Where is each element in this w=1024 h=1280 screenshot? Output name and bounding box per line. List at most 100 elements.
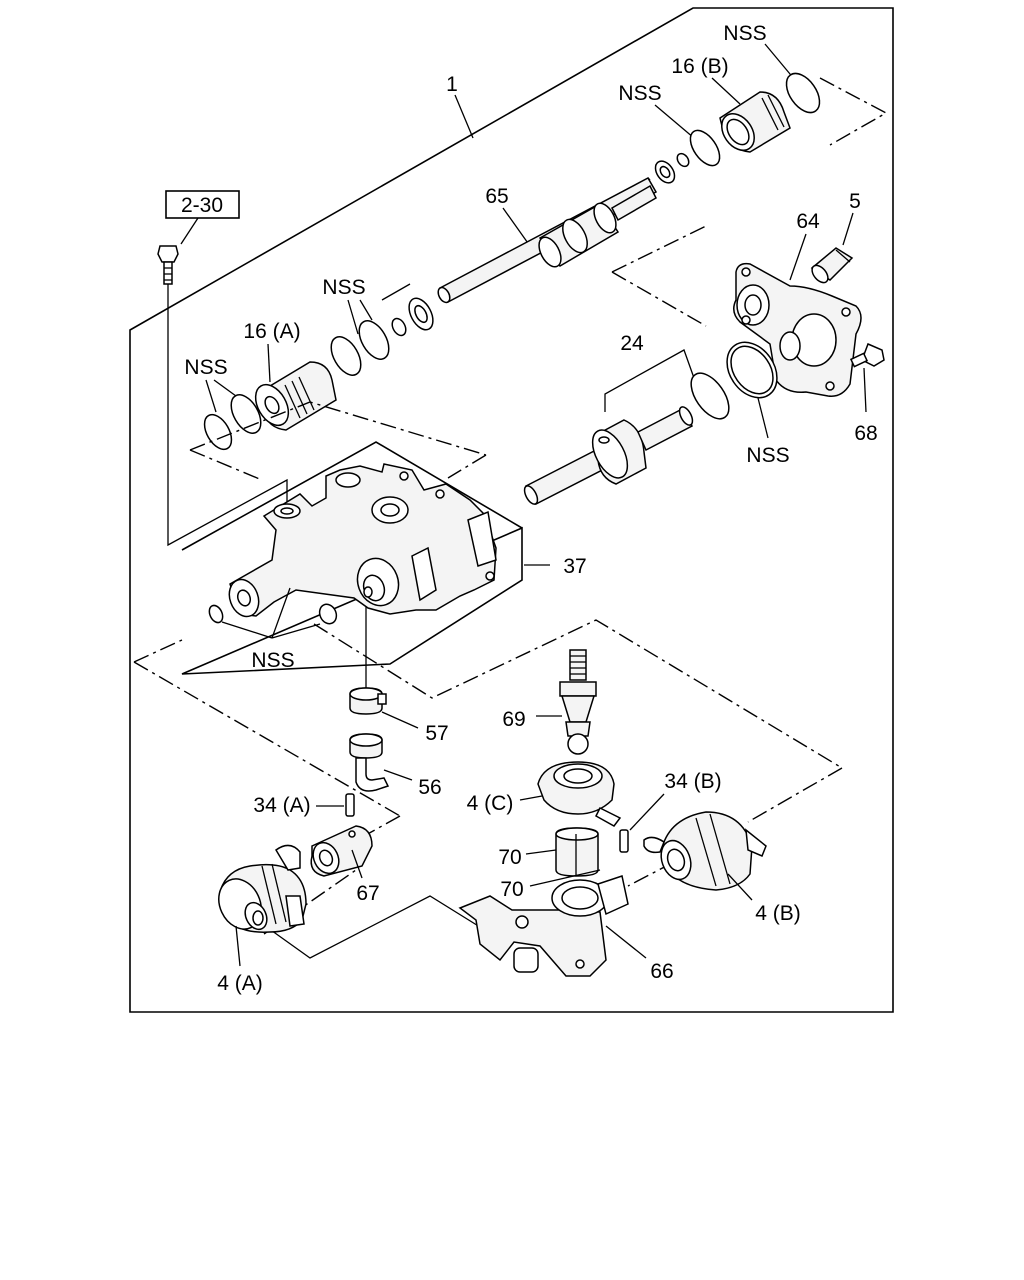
label-16a: 16 (A)	[243, 320, 300, 343]
leader-nss-bottom-c	[271, 623, 321, 639]
leader-68	[863, 367, 867, 413]
reference-box-label: 2-30	[181, 194, 223, 217]
pin-69	[559, 649, 597, 755]
piston-16a	[254, 361, 337, 431]
bolt-guide-line	[167, 284, 288, 547]
cover-64	[733, 262, 862, 397]
label-67: 67	[356, 882, 379, 905]
dash-lower-left-tick	[363, 815, 401, 837]
fitting-5	[810, 247, 854, 284]
leader-nss-right	[757, 397, 769, 439]
shaft-65	[437, 176, 658, 304]
leader-nss-bottom-a	[271, 587, 291, 639]
label-4c: 4 (C)	[467, 792, 514, 815]
dash-housing-top-right	[447, 454, 487, 479]
o-ring-nss-mid-1	[358, 320, 390, 360]
o-ring-nss-16b	[689, 129, 721, 167]
leader-64	[789, 233, 807, 281]
label-65: 65	[485, 185, 508, 208]
dash-lower-left-c	[263, 869, 357, 935]
pin-34b	[619, 829, 629, 853]
label-nss-left: NSS	[184, 356, 227, 379]
leader-16b	[711, 77, 741, 105]
leader-16a	[267, 343, 271, 383]
leader-line	[180, 217, 199, 245]
bolt-68	[849, 343, 885, 368]
leader-24	[604, 349, 695, 412]
dash-lower-right-a	[747, 767, 843, 823]
dash-lower-left-diag	[133, 661, 401, 817]
dash-housing-top	[189, 401, 487, 456]
o-ring-nss-mid-2	[330, 336, 362, 376]
shaft-24	[523, 406, 694, 505]
clip-70	[555, 827, 599, 877]
dash-64-lower	[611, 271, 707, 327]
label-70b: 70	[500, 878, 523, 901]
label-nss-top: NSS	[723, 22, 766, 45]
leader-56	[383, 769, 413, 781]
label-1: 1	[446, 73, 458, 96]
label-nss-bottom: NSS	[251, 649, 294, 672]
o-ring-nss-top	[785, 72, 821, 114]
piston-16b	[719, 91, 791, 153]
line-bottom-assembly	[267, 895, 489, 959]
label-69: 69	[502, 708, 525, 731]
nut-65-lower	[391, 317, 407, 337]
leader-nss-bottom-b	[221, 621, 273, 639]
label-5: 5	[849, 190, 861, 213]
label-nss-mid: NSS	[322, 276, 365, 299]
label-34b: 34 (B)	[664, 770, 721, 793]
leader-nss-left-b	[213, 379, 237, 397]
dash-housing-top-left	[189, 449, 263, 481]
cap-57	[349, 687, 387, 715]
label-24: 24	[620, 332, 644, 355]
label-56: 56	[418, 776, 441, 799]
housing-box-top	[181, 441, 523, 551]
bolt-part	[157, 245, 179, 285]
label-34a: 34 (A)	[253, 794, 310, 817]
reference-box-2-30[interactable]: 2-30	[165, 190, 240, 219]
leader-5	[842, 212, 854, 246]
hose-56	[349, 733, 390, 792]
label-70a: 70	[498, 846, 521, 869]
leader-70a	[525, 849, 557, 855]
o-ring-nss-bottom-2	[318, 603, 338, 625]
label-68: 68	[854, 422, 877, 445]
label-4a: 4 (A)	[217, 972, 263, 995]
boot-4c	[537, 761, 622, 827]
leader-nss-top	[764, 43, 796, 81]
master-cylinder-housing-37	[228, 463, 497, 618]
label-16b: 16 (B)	[671, 55, 728, 78]
housing-box-side	[181, 526, 523, 675]
label-66: 66	[650, 960, 673, 983]
leader-4c	[519, 795, 543, 801]
main-frame	[129, 7, 894, 1013]
leader-4a	[235, 925, 241, 967]
dash-top-right	[819, 77, 888, 146]
leader-nss-mid-c	[381, 283, 411, 301]
label-4b: 4 (B)	[755, 902, 801, 925]
boot-4b	[643, 811, 767, 891]
leader-nss-mid-a	[347, 299, 359, 335]
leader-nss-16b	[654, 104, 695, 139]
pin-34a	[345, 793, 355, 817]
dash-64-upper	[611, 225, 707, 273]
leader-4b	[727, 873, 753, 901]
label-64: 64	[796, 210, 820, 233]
label-nss-right: NSS	[746, 444, 789, 467]
o-ring-24	[690, 372, 730, 420]
label-nss-16b: NSS	[618, 82, 661, 105]
leader-66	[605, 925, 647, 959]
clevis-67	[310, 825, 373, 877]
o-ring-nss-bottom-1	[208, 604, 224, 624]
dash-lower-left	[133, 639, 183, 663]
leader-67	[351, 849, 363, 879]
o-ring-nss-left-1	[230, 394, 262, 434]
boot-4a	[218, 844, 307, 933]
dash-lower-upper	[313, 619, 843, 769]
leader-nss-left-a	[205, 379, 217, 413]
leader-34b	[629, 793, 665, 831]
o-ring-nss-left-2	[203, 413, 233, 451]
leader-65	[502, 207, 531, 247]
